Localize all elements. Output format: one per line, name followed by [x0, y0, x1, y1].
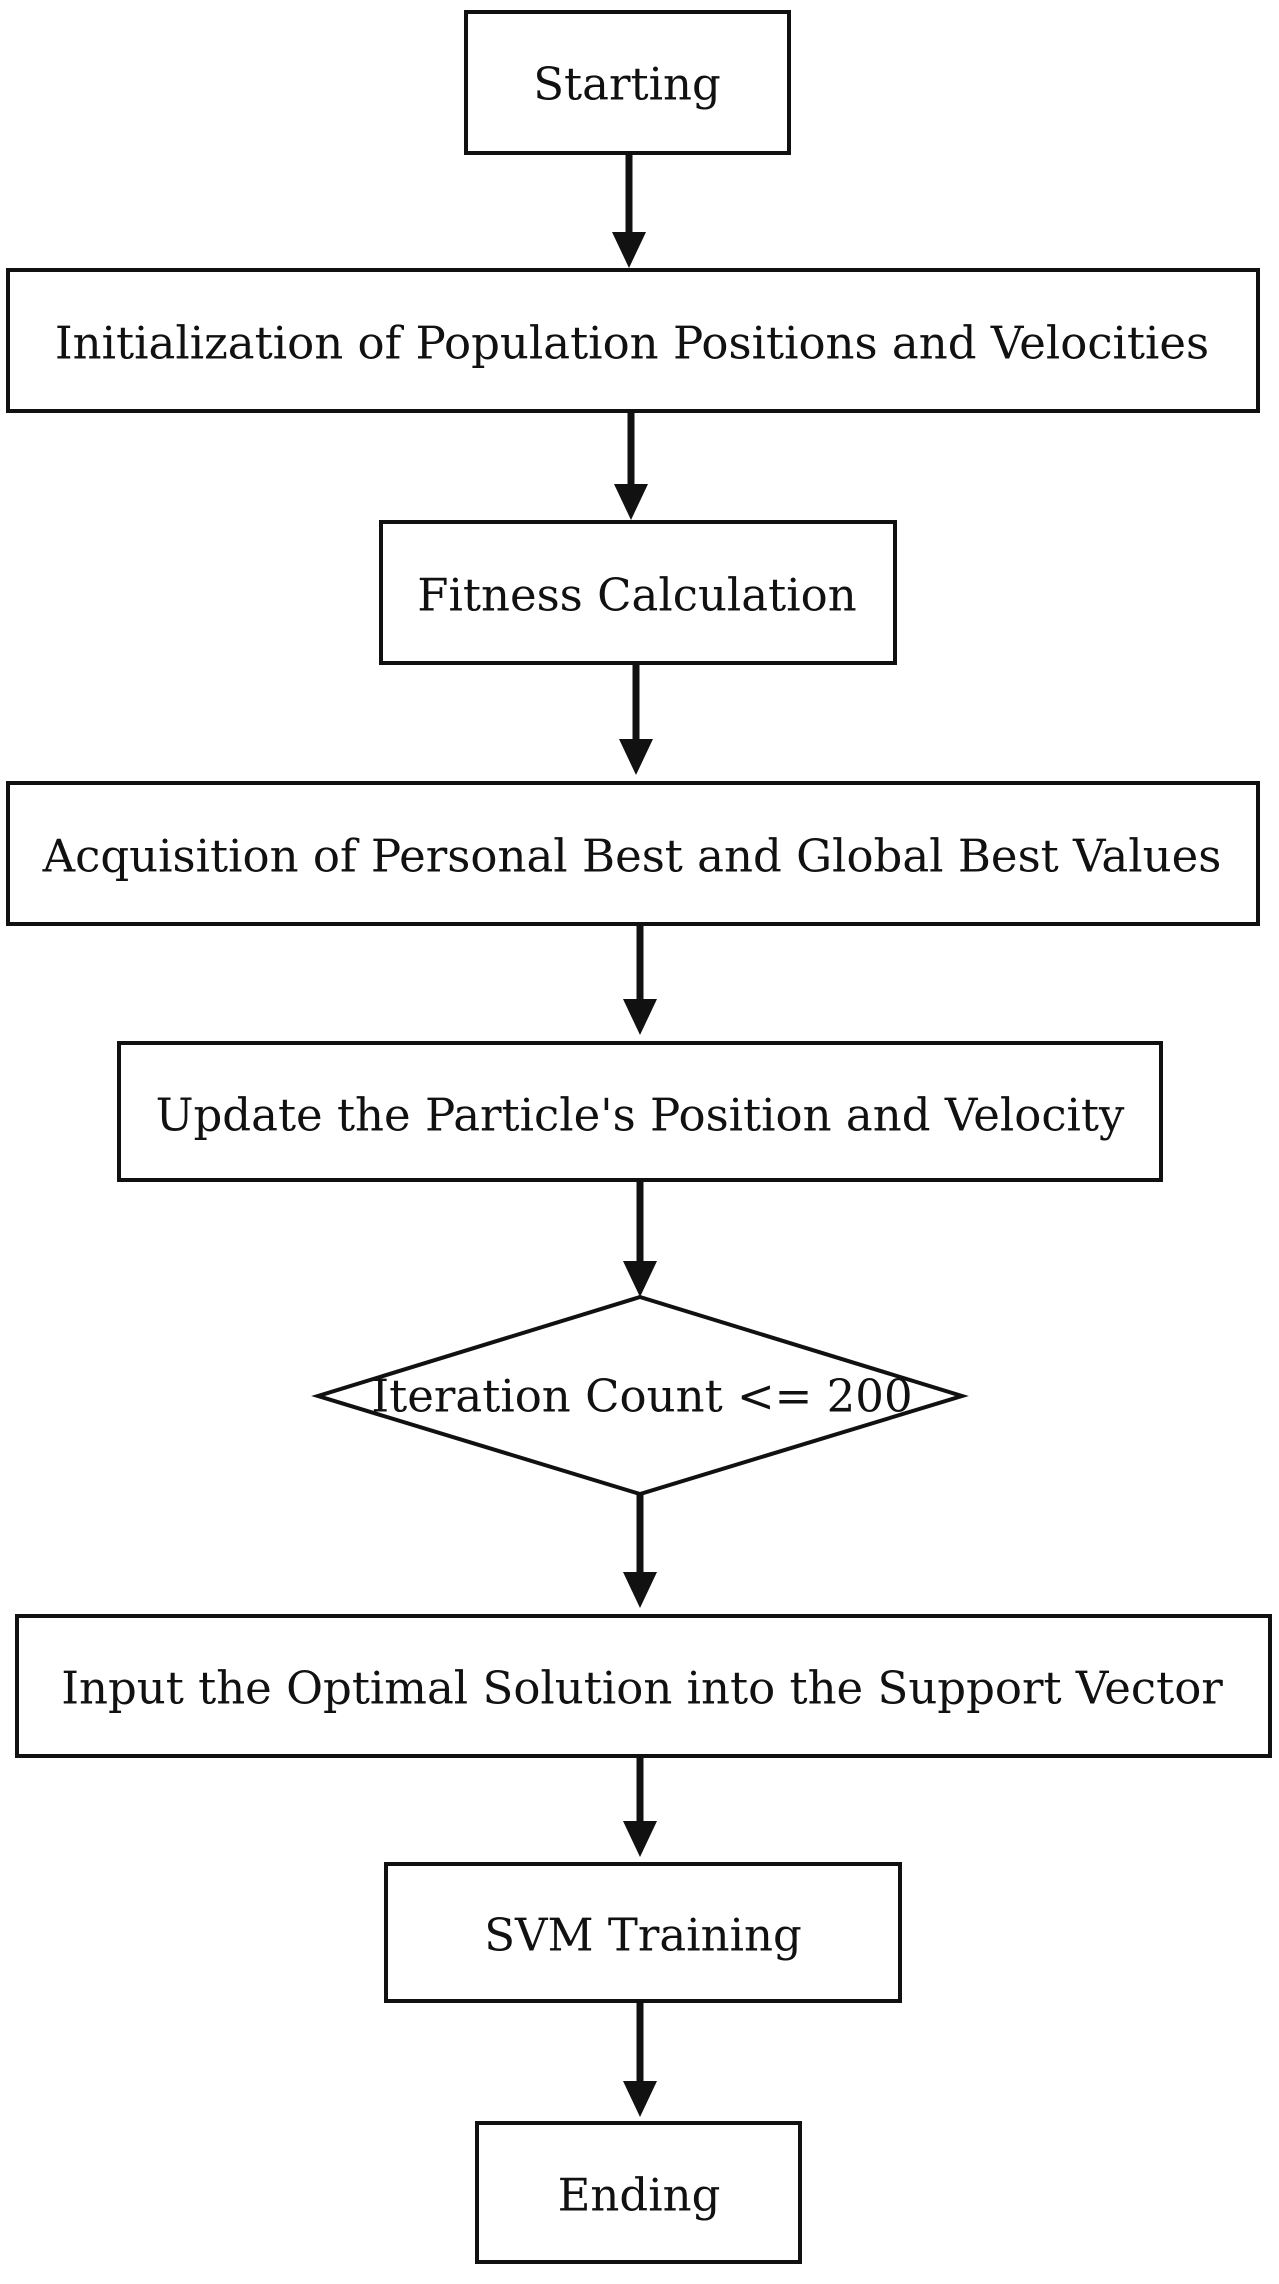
- node-label-input-optimal: Input the Optimal Solution into the Supp…: [61, 1662, 1223, 1715]
- connector-svm-end: [623, 2000, 657, 2117]
- connector-update-iteration: [623, 1181, 657, 1297]
- node-acquisition: Acquisition of Personal Best and Global …: [6, 781, 1260, 926]
- node-label-starting: Starting: [533, 58, 721, 111]
- node-label-update-particle: Update the Particle's Position and Veloc…: [156, 1089, 1125, 1142]
- connector-iteration-input: [623, 1493, 657, 1608]
- node-svm-training: SVM Training: [384, 1862, 902, 2003]
- node-iteration-decision: Iteration Count <= 200: [311, 1294, 969, 1497]
- connector-fitness-acquire: [619, 665, 653, 775]
- node-update-particle: Update the Particle's Position and Veloc…: [117, 1041, 1163, 1182]
- connector-init-fitness: [614, 412, 648, 520]
- node-fitness-calculation: Fitness Calculation: [379, 520, 897, 665]
- connector-input-svm: [623, 1748, 657, 1857]
- node-starting: Starting: [464, 10, 791, 155]
- node-label-fitness-calculation: Fitness Calculation: [417, 569, 856, 622]
- node-label-ending: Ending: [558, 2169, 721, 2222]
- node-initialization: Initialization of Population Positions a…: [6, 268, 1260, 413]
- node-input-optimal: Input the Optimal Solution into the Supp…: [15, 1614, 1272, 1758]
- node-ending: Ending: [475, 2121, 802, 2264]
- node-label-initialization: Initialization of Population Positions a…: [55, 317, 1209, 370]
- connector-acquire-update: [623, 925, 657, 1035]
- connector-start-init: [612, 153, 646, 268]
- node-label-iteration-decision: Iteration Count <= 200: [371, 1370, 912, 1423]
- node-label-acquisition: Acquisition of Personal Best and Global …: [42, 830, 1222, 883]
- node-label-svm-training: SVM Training: [484, 1909, 802, 1962]
